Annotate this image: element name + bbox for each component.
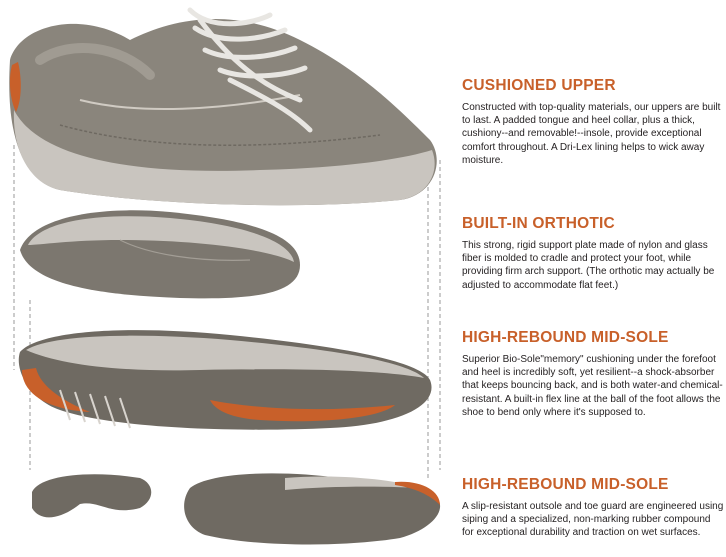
- section-built-in-orthotic: BUILT-IN ORTHOTIC This strong, rigid sup…: [462, 215, 724, 292]
- outsole: [32, 473, 441, 545]
- orthotic-plate: [20, 210, 300, 299]
- section-description: Superior Bio-Sole"memory" cushioning und…: [462, 354, 723, 418]
- section-outsole: HIGH-REBOUND MID-SOLE A slip-resistant o…: [462, 476, 724, 540]
- section-heading: HIGH-REBOUND MID-SOLE: [462, 476, 669, 493]
- section-heading: BUILT-IN ORTHOTIC: [462, 215, 615, 232]
- section-cushioned-upper: CUSHIONED UPPER Constructed with top-qua…: [462, 77, 724, 167]
- section-heading: CUSHIONED UPPER: [462, 77, 616, 94]
- section-description: A slip-resistant outsole and toe guard a…: [462, 501, 724, 539]
- section-description: Constructed with top-quality materials, …: [462, 102, 721, 166]
- section-heading: HIGH-REBOUND MID-SOLE: [462, 329, 669, 346]
- shoe-upper: [9, 7, 437, 206]
- section-description: This strong, rigid support plate made of…: [462, 240, 715, 291]
- section-high-rebound-mid-sole: HIGH-REBOUND MID-SOLE Superior Bio-Sole"…: [462, 329, 724, 419]
- shoe-exploded-illustration: [9, 7, 441, 545]
- mid-sole: [18, 330, 432, 430]
